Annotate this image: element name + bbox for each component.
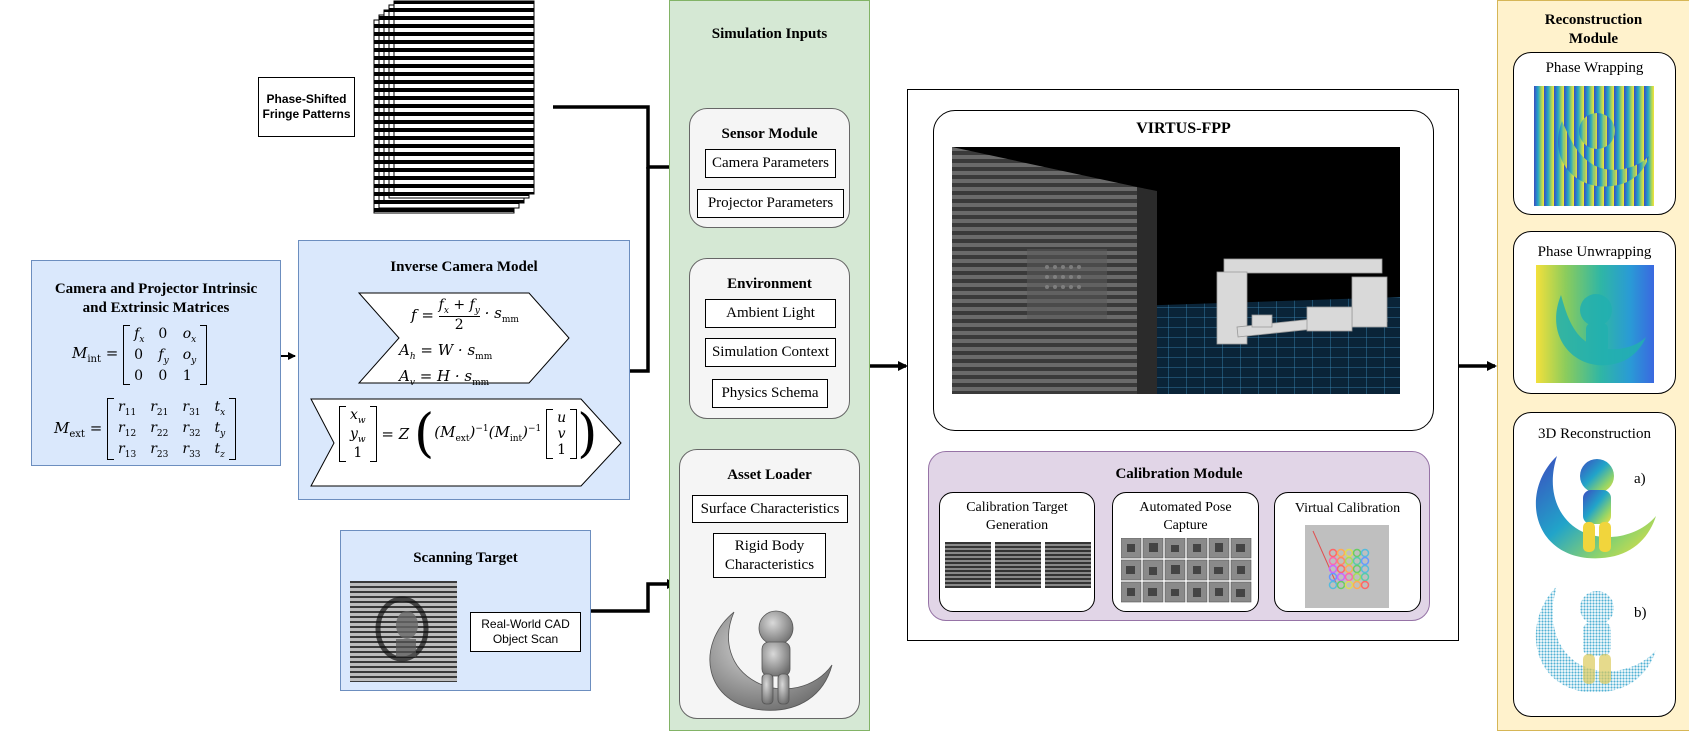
arrow-inverse-to-sensor	[630, 167, 650, 373]
phase-unwrapping-label: Phase Unwrapping	[1537, 244, 1652, 260]
simulation-inputs-title: Simulation Inputs	[711, 26, 828, 42]
inverse-camera-panel: Inverse Camera Model f = fx + fy 2 · smm…	[298, 240, 630, 500]
focal-length-equation: f = fx + fy 2 · smm	[411, 297, 519, 333]
cad-scan-label: Real-World CAD Object Scan	[470, 612, 581, 652]
label-a: a)	[1634, 471, 1646, 487]
phase-unwrapping-image	[1536, 265, 1654, 383]
matrices-title: Camera and Projector Intrinsic and Extri…	[32, 280, 280, 318]
3d-reconstruction-label: 3D Reconstruction	[1538, 426, 1651, 442]
surface-characteristics-box: Surface Characteristics	[692, 495, 848, 523]
scanned-object-image	[350, 581, 457, 682]
virtus-fpp-module: VIRTUS-FPP	[933, 110, 1434, 431]
matrices-title-line2: and Extrinsic Matrices	[82, 300, 230, 316]
calib-target-generation: Calibration Target Generation	[939, 492, 1095, 612]
astronaut-moon-model	[709, 610, 833, 711]
reconstruction-panel: Reconstruction Module Phase Wrapping	[1497, 0, 1689, 731]
camera-parameters-box: Camera Parameters	[705, 149, 836, 178]
environment-module: Environment Ambient Light Simulation Con…	[689, 258, 850, 419]
virtual-calibration-image	[1305, 525, 1389, 608]
phase-wrapping-label: Phase Wrapping	[1545, 60, 1644, 76]
virtual-calibration-label: Virtual Calibration	[1294, 501, 1401, 516]
phase-wrapping-image	[1534, 86, 1654, 206]
equation-chevrons	[310, 292, 622, 487]
sensor-module-title: Sensor Module	[721, 126, 818, 142]
matrices-panel: Camera and Projector Intrinsic and Extri…	[31, 260, 281, 466]
virtus-simulation-render	[952, 147, 1400, 394]
fringe-patterns-label: Phase-Shifted Fringe Patterns	[258, 77, 355, 137]
automated-pose-capture-label: Automated Pose Capture	[1139, 500, 1232, 533]
reconstruction-title: Reconstruction Module	[1544, 12, 1643, 47]
label-b: b)	[1634, 605, 1647, 621]
fringe-pattern-stack	[373, 0, 535, 214]
automated-pose-capture: Automated Pose Capture	[1112, 492, 1259, 612]
reconstruction-mesh-a	[1535, 456, 1656, 559]
calib-target-generation-label: Calibration Target Generation	[966, 500, 1068, 533]
physics-schema-box: Physics Schema	[712, 379, 828, 408]
asset-loader-title: Asset Loader	[727, 467, 812, 483]
scanning-target-title: Scanning Target	[413, 550, 518, 566]
sensor-module: Sensor Module Camera Parameters Projecto…	[689, 108, 850, 228]
asset-loader-module: Asset Loader Surface Characteristics Rig…	[679, 449, 860, 719]
environment-title: Environment	[727, 276, 812, 292]
simulation-inputs-panel: Simulation Inputs Sensor Module Camera P…	[669, 0, 870, 731]
calibration-module: Calibration Module Calibration Target Ge…	[928, 451, 1430, 621]
calibration-target-images	[945, 542, 1091, 588]
virtus-outer-frame: VIRTUS-FPP	[907, 89, 1459, 641]
scanning-target-panel: Scanning Target Real-World CAD Object Sc…	[340, 530, 591, 691]
phase-unwrapping-stage: Phase Unwrapping	[1513, 231, 1676, 394]
projector-parameters-box: Projector Parameters	[697, 189, 844, 218]
arrow-fringe-to-sensor	[553, 105, 684, 172]
calibration-title: Calibration Module	[1115, 466, 1243, 482]
matrices-title-line1: Camera and Projector Intrinsic	[54, 281, 258, 297]
simulation-context-box: Simulation Context	[705, 338, 836, 367]
virtus-fpp-title: VIRTUS-FPP	[1136, 120, 1231, 137]
virtual-calibration: Virtual Calibration	[1274, 492, 1421, 612]
ambient-light-box: Ambient Light	[705, 299, 836, 328]
inverse-camera-title: Inverse Camera Model	[390, 259, 538, 275]
phase-wrapping-stage: Phase Wrapping	[1513, 52, 1676, 215]
3d-reconstruction-stage: 3D Reconstruction a)	[1513, 412, 1676, 717]
rigid-body-box: Rigid Body Characteristics	[713, 533, 826, 578]
aperture-equations: Ah = W · smm Av = H · smm	[399, 341, 493, 388]
reconstruction-pointcloud-b	[1535, 586, 1656, 693]
arrow-scan-to-asset	[591, 579, 677, 613]
pose-capture-grid	[1121, 538, 1252, 603]
